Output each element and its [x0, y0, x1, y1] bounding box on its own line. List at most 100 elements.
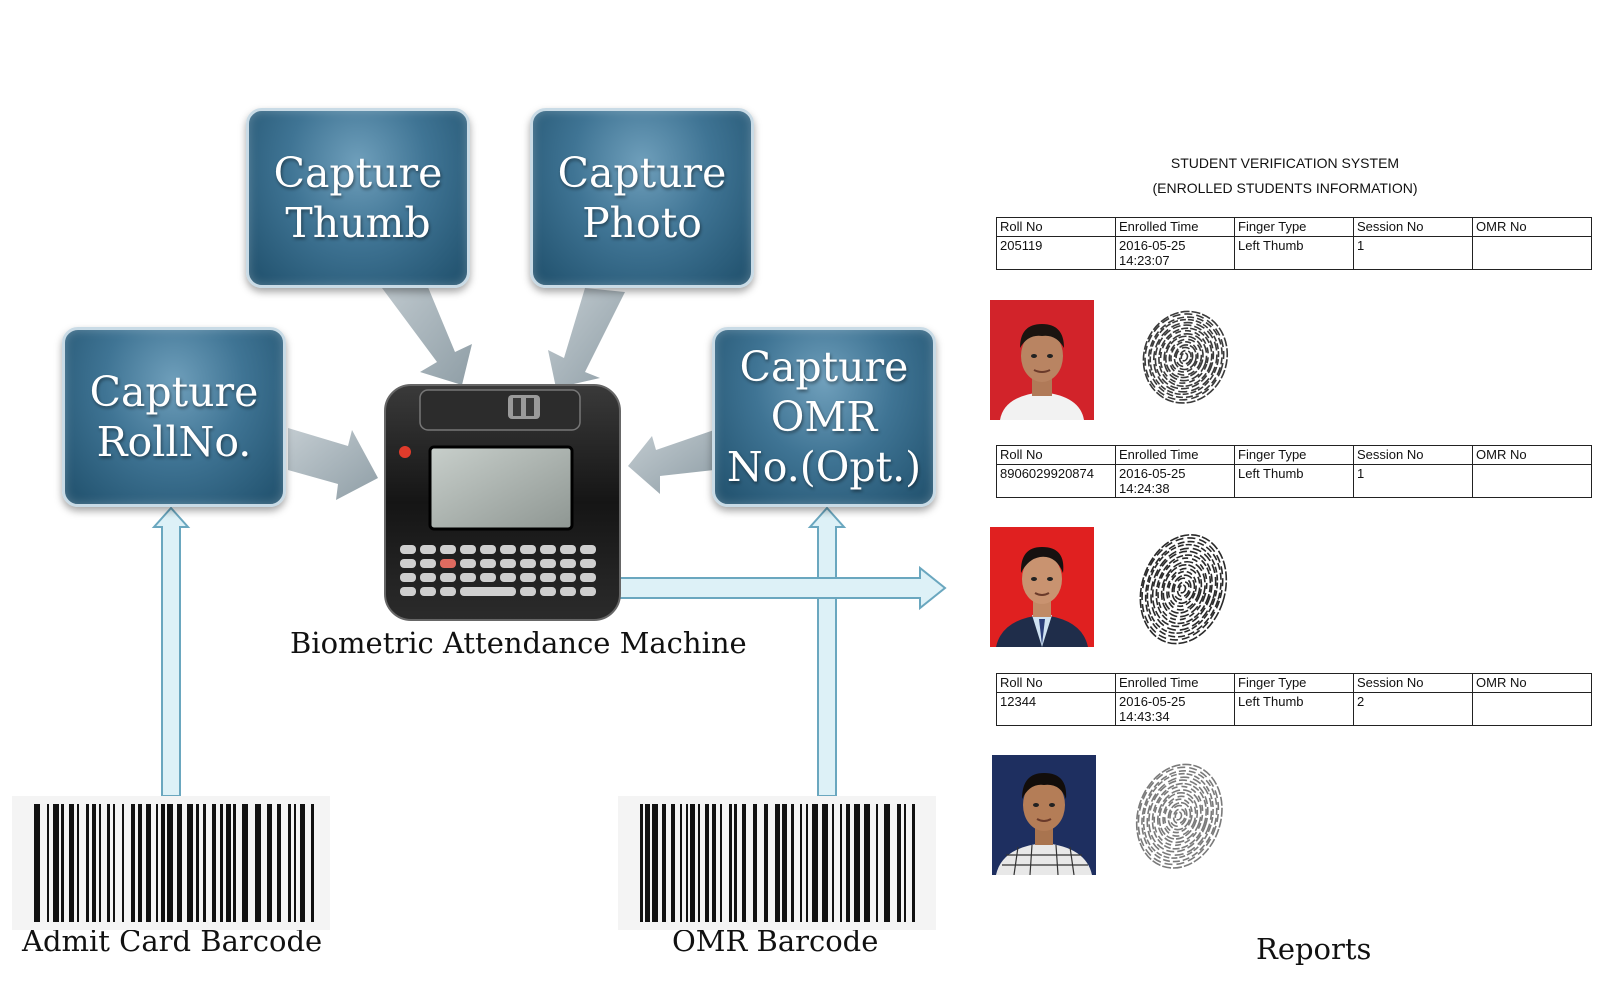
- fingerprint-image-1: [1142, 310, 1229, 404]
- fingerprint-ridge: [1164, 335, 1204, 379]
- barcode-bar: [242, 804, 248, 922]
- barcode-bar: [884, 804, 890, 922]
- col-enrolled-time: Enrolled Time: [1115, 445, 1235, 465]
- fingerprint-ridge: [1148, 779, 1209, 853]
- barcode-bar: [187, 804, 193, 922]
- rollno-to-machine-arrow: [288, 428, 378, 500]
- col-roll-no: Roll No: [996, 673, 1116, 693]
- barcode-bar: [34, 804, 40, 922]
- fingerprint-ridge: [1158, 327, 1213, 388]
- barcode-bar: [876, 804, 878, 922]
- col-finger-type: Finger Type: [1234, 673, 1354, 693]
- col-session-no: Session No: [1353, 445, 1473, 465]
- fingerprint-ridge: [1178, 584, 1187, 594]
- barcode-bar: [300, 804, 305, 922]
- cell-finger-type: Left Thumb: [1234, 464, 1354, 498]
- report-title-line2: (ENROLLED STUDENTS INFORMATION): [1152, 180, 1418, 196]
- omr-to-machine-arrow: [628, 430, 714, 494]
- report-table-1: Roll No Enrolled Time Finger Type Sessio…: [996, 217, 1592, 270]
- fingerprint-ridge: [1163, 798, 1193, 834]
- barcode-bar: [800, 804, 802, 922]
- capture-photo-node: Capture Photo: [530, 108, 754, 288]
- fingerprint-ridge: [1169, 804, 1188, 827]
- col-finger-type: Finger Type: [1234, 445, 1354, 465]
- barcode-bar: [267, 804, 272, 922]
- barcode-bar: [203, 804, 206, 922]
- fingerprint-ridge: [1155, 554, 1212, 625]
- omr-barcode-up-arrow: [807, 506, 847, 797]
- barcode-bar: [712, 804, 716, 922]
- fingerprint-ridge: [1144, 313, 1225, 401]
- fingerprint-ridge: [1174, 811, 1183, 821]
- fingerprint-ridge: [1142, 310, 1229, 404]
- fingerprint-ridge: [1173, 344, 1197, 371]
- report-table-2: Roll No Enrolled Time Finger Type Sessio…: [996, 445, 1592, 498]
- fingerprint-ridge: [1142, 772, 1214, 859]
- barcode-bar: [131, 804, 135, 922]
- barcode-bar: [645, 804, 650, 922]
- barcode-bar: [690, 804, 695, 922]
- col-omr-no: OMR No: [1472, 673, 1592, 693]
- barcode-bar: [156, 804, 158, 922]
- col-roll-no: Roll No: [996, 445, 1116, 465]
- cell-omr-no: [1472, 692, 1592, 726]
- table-header-row: Roll No Enrolled Time Finger Type Sessio…: [996, 673, 1592, 693]
- barcode-bar: [775, 804, 780, 922]
- fingerprint-ridge: [1166, 567, 1201, 611]
- barcode-bar: [122, 804, 124, 922]
- report-table-3: Roll No Enrolled Time Finger Type Sessio…: [996, 673, 1592, 726]
- cell-omr-no: [1472, 236, 1592, 270]
- fingerprint-image-2: [1139, 534, 1228, 645]
- col-session-no: Session No: [1353, 673, 1473, 693]
- fingerprint-ridge: [1151, 782, 1207, 850]
- fingerprint-ridge: [1141, 537, 1224, 641]
- barcode-bar: [226, 804, 231, 922]
- barcode-bar: [854, 804, 860, 922]
- fingerprint-ridge: [1175, 346, 1194, 368]
- barcode-bar: [138, 804, 142, 922]
- cell-omr-no: [1472, 464, 1592, 498]
- fingerprint-ridge: [1173, 577, 1192, 601]
- barcode-bar: [840, 804, 842, 922]
- barcode-bar: [196, 804, 199, 922]
- table-header-row: Roll No Enrolled Time Finger Type Sessio…: [996, 217, 1592, 237]
- machine-caption: Biometric Attendance Machine: [290, 626, 747, 660]
- barcode-bar: [77, 804, 79, 922]
- fingerprint-ridge: [1135, 763, 1223, 869]
- barcode-bar: [897, 804, 901, 922]
- barcode-bar: [311, 804, 314, 922]
- col-enrolled-time: Enrolled Time: [1115, 217, 1235, 237]
- cell-session-no: 1: [1353, 236, 1473, 270]
- barcode-bar: [288, 804, 291, 922]
- barcode-bar: [107, 804, 110, 922]
- barcode-bar: [686, 804, 688, 922]
- fingerprint-ridge: [1163, 332, 1208, 382]
- fingerprint-ridge: [1162, 564, 1203, 614]
- fingerprint-ridge: [1162, 795, 1197, 837]
- fingerprint-ridge: [1147, 316, 1223, 399]
- barcode-bar: [671, 804, 675, 922]
- barcode-bar: [652, 804, 658, 922]
- barcode-bar: [832, 804, 834, 922]
- fingerprint-ridge: [1146, 543, 1219, 634]
- barcode-bar: [806, 804, 808, 922]
- cell-roll-no: 8906029920874: [996, 464, 1116, 498]
- barcode-bar: [904, 804, 906, 922]
- barcode-bar: [255, 804, 261, 922]
- barcode-bar: [764, 804, 768, 922]
- fingerprint-ridge: [1154, 324, 1215, 390]
- admit-barcode-up-arrow: [151, 506, 191, 797]
- fingerprint-ridge: [1151, 550, 1213, 628]
- barcode-bar: [177, 804, 182, 922]
- cell-session-no: 1: [1353, 464, 1473, 498]
- capture-thumb-node: Capture Thumb: [246, 108, 470, 288]
- fingerprint-ridge: [1137, 766, 1220, 866]
- barcode-bar: [753, 804, 757, 922]
